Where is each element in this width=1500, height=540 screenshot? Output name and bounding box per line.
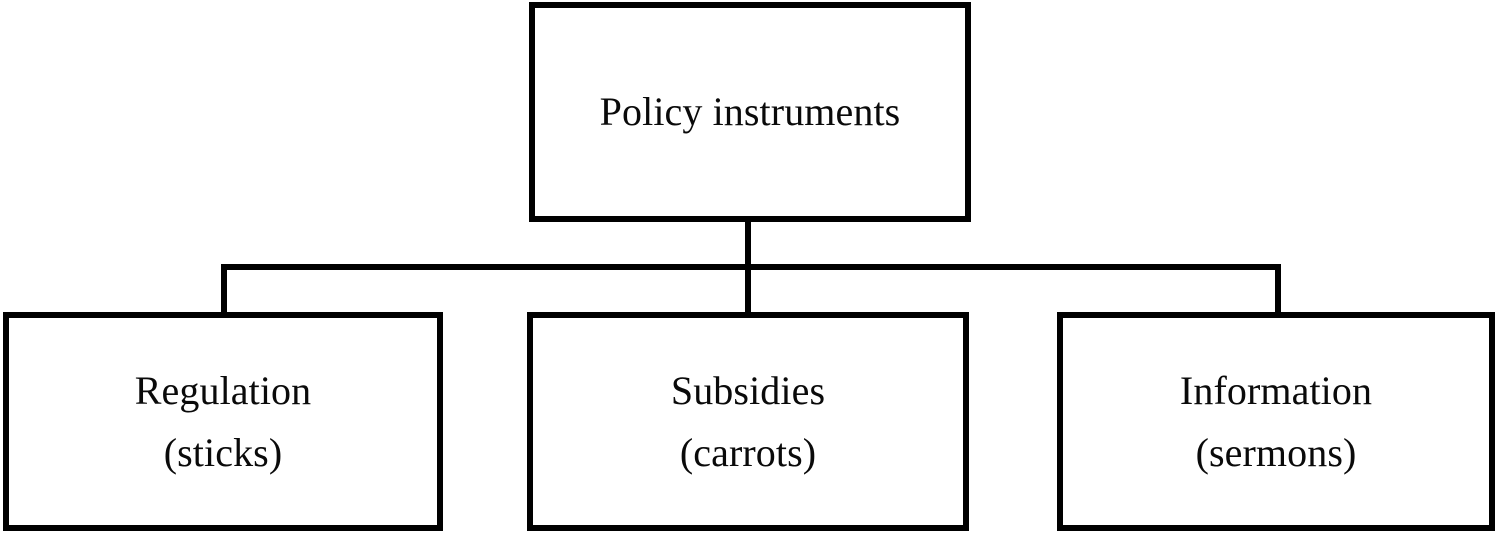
connector-horizontal-bus xyxy=(221,264,1281,270)
node-regulation-label: Regulation xyxy=(134,367,312,413)
node-policy-instruments-label: Policy instruments xyxy=(599,89,901,134)
connector-drop-to-information xyxy=(1275,264,1281,316)
node-subsidies: Subsidies (carrots) xyxy=(527,312,969,531)
node-policy-instruments: Policy instruments xyxy=(529,2,971,222)
connector-drop-to-subsidies xyxy=(745,264,751,316)
connector-drop-to-regulation xyxy=(221,264,227,316)
node-information-label: Information xyxy=(1179,367,1373,413)
node-information: Information (sermons) xyxy=(1057,312,1495,531)
node-regulation: Regulation (sticks) xyxy=(3,312,443,531)
connector-root-stem xyxy=(745,220,751,270)
node-subsidies-label: Subsidies xyxy=(670,367,826,413)
node-subsidies-sublabel: (carrots) xyxy=(679,429,817,475)
node-regulation-sublabel: (sticks) xyxy=(163,429,283,475)
node-information-sublabel: (sermons) xyxy=(1195,429,1357,475)
